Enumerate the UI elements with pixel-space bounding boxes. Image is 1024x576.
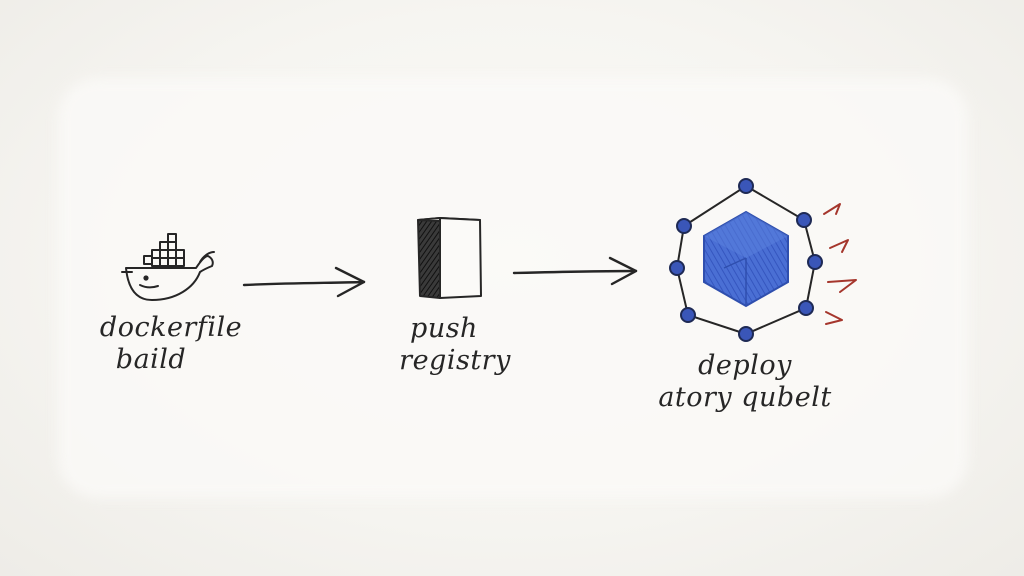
node-icon [680, 307, 696, 323]
kubernetes-cluster-icon [669, 178, 857, 342]
step-deploy-line1: deploy [698, 350, 792, 381]
step-build-line2: baild [115, 344, 187, 375]
container-block-icon [167, 233, 177, 243]
step-push-label: push registry [380, 313, 530, 377]
node-icon [676, 218, 692, 234]
step-build-line1: dockerfile [99, 312, 243, 343]
node-icon [796, 212, 812, 228]
arrow-build-to-push [242, 266, 366, 298]
paper-sheet [58, 78, 968, 498]
step-deploy-line2: atory qubelt [658, 382, 832, 413]
arrow-push-to-deploy [512, 256, 638, 286]
node-icon [669, 260, 685, 276]
step-push-line2: registry [399, 345, 511, 376]
registry-box-icon [417, 217, 482, 299]
scale-out-arrows-icon [823, 203, 857, 325]
node-icon [807, 254, 823, 270]
step-deploy-label: deploy atory qubelt [640, 350, 850, 414]
docker-whale-icon [121, 233, 215, 301]
step-build-label: dockerfile baild [86, 312, 256, 376]
node-icon [738, 178, 754, 194]
node-icon [738, 326, 754, 342]
cluster-nodes [669, 178, 823, 342]
blue-cube-icon [703, 210, 789, 308]
node-icon [798, 300, 814, 316]
step-push-line1: push [410, 313, 478, 344]
